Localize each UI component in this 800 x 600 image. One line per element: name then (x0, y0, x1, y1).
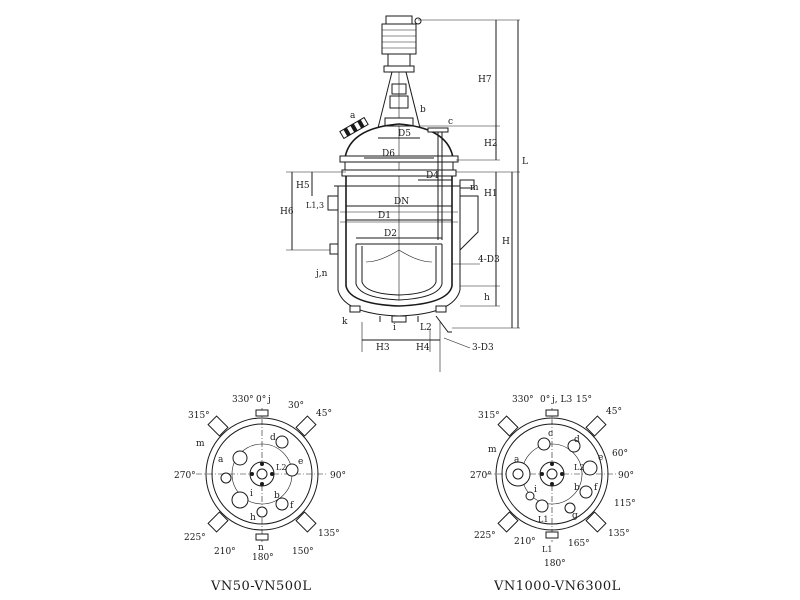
angle-210: 210° (214, 547, 236, 557)
angle-150: 150° (292, 547, 314, 557)
nozzle-d: d (574, 435, 580, 445)
angle-90: 90° (330, 471, 346, 481)
label-d4: D4 (426, 171, 439, 181)
label-4d3: 4-D3 (478, 255, 500, 265)
vessel-body (327, 176, 479, 333)
angle-165: 165° (568, 539, 590, 549)
angle-135: 135° (318, 529, 340, 539)
angle-45: 45° (316, 409, 332, 419)
label-l13: L1,3 (306, 201, 324, 210)
nozzle-c: c (548, 429, 553, 439)
angle-90: 90° (618, 471, 634, 481)
angle-180: 180° (544, 559, 566, 569)
label-h-small: h (484, 293, 490, 303)
nozzle-f: f (594, 483, 598, 493)
dimension-lines (286, 19, 520, 372)
angle-270: 270° (470, 471, 492, 481)
nozzle-g: g (572, 511, 578, 521)
label-k: k (342, 317, 348, 327)
nozzle-i: i (534, 485, 537, 495)
label-a: a (350, 111, 356, 121)
side-labels: a b c D5 D6 D4 m DN D1 D2 4-D3 j,n k i L… (280, 75, 528, 353)
label-h5: H5 (296, 181, 310, 191)
nozzle-j-l3: j, L3 (551, 395, 572, 405)
top-head (339, 116, 459, 240)
angle-15: 15° (576, 395, 592, 405)
plan-small-title: VN50-VN500L (210, 579, 311, 594)
nozzle-e: e (298, 457, 303, 467)
angle-210: 210° (514, 537, 536, 547)
nozzle-f: f (290, 501, 294, 511)
nozzle-m: m (488, 445, 497, 455)
label-i: i (393, 323, 396, 333)
angle-45: 45° (606, 407, 622, 417)
label-h2: H2 (484, 139, 498, 149)
angle-270: 270° (174, 471, 196, 481)
angle-0: 0° (540, 395, 550, 405)
nozzle-j: j (267, 395, 271, 405)
label-d6: D6 (382, 149, 395, 159)
angle-60: 60° (612, 449, 628, 459)
label-dn: DN (394, 197, 409, 207)
plan-large-title: VN1000-VN6300L (493, 579, 621, 594)
nozzle-e: e (598, 453, 603, 463)
nozzle-n: n (258, 543, 264, 553)
label-c: c (448, 117, 453, 127)
label-h1: H1 (484, 189, 498, 199)
angle-315: 315° (188, 411, 210, 421)
plan-view-large: 330° 0° 15° 45° 315° 60° 270° 90° 115° 2… (470, 395, 636, 594)
angle-115: 115° (614, 499, 636, 509)
nozzle-b: b (274, 491, 280, 501)
label-h7: H7 (478, 75, 492, 85)
label-d5: D5 (398, 129, 411, 139)
label-3d3: 3-D3 (472, 343, 494, 353)
label-l2: L2 (420, 323, 432, 333)
angle-330: 330° (512, 395, 534, 405)
nozzle-l1: L1 (538, 515, 548, 524)
label-m: m (470, 183, 479, 193)
nozzle-a: a (514, 455, 520, 465)
nozzle-i: i (250, 489, 253, 499)
angle-330: 330° (232, 395, 254, 405)
label-d1: D1 (378, 211, 391, 221)
label-h4: H4 (416, 343, 430, 353)
label-h: H (502, 237, 510, 247)
angle-315: 315° (478, 411, 500, 421)
nozzle-a: a (218, 455, 224, 465)
label-b: b (420, 105, 426, 115)
angle-135: 135° (608, 529, 630, 539)
angle-225: 225° (474, 531, 496, 541)
nozzle-d: d (270, 433, 276, 443)
nozzle-l2: L2 (276, 463, 286, 472)
nozzle-m: m (196, 439, 205, 449)
nozzle-h: h (250, 513, 256, 523)
label-d2: D2 (384, 229, 397, 239)
label-h6: H6 (280, 207, 294, 217)
angle-225: 225° (184, 533, 206, 543)
nozzle-b: b (574, 483, 580, 493)
angle-30: 30° (288, 401, 304, 411)
drive-motor (381, 15, 422, 73)
plan-view-small: 330° 0° 30° 45° 315° 270° 90° 225° 135° … (174, 395, 346, 594)
side-elevation: a b c D5 D6 D4 m DN D1 D2 4-D3 j,n k i L… (280, 15, 528, 372)
nozzle-l1-bottom: L1 (542, 545, 552, 554)
angle-0: 0° (256, 395, 266, 405)
angle-180: 180° (252, 553, 274, 563)
label-jn: j,n (315, 269, 328, 279)
label-l: L (522, 157, 528, 167)
label-h3: H3 (376, 343, 390, 353)
nozzle-l2: L2 (574, 463, 584, 472)
